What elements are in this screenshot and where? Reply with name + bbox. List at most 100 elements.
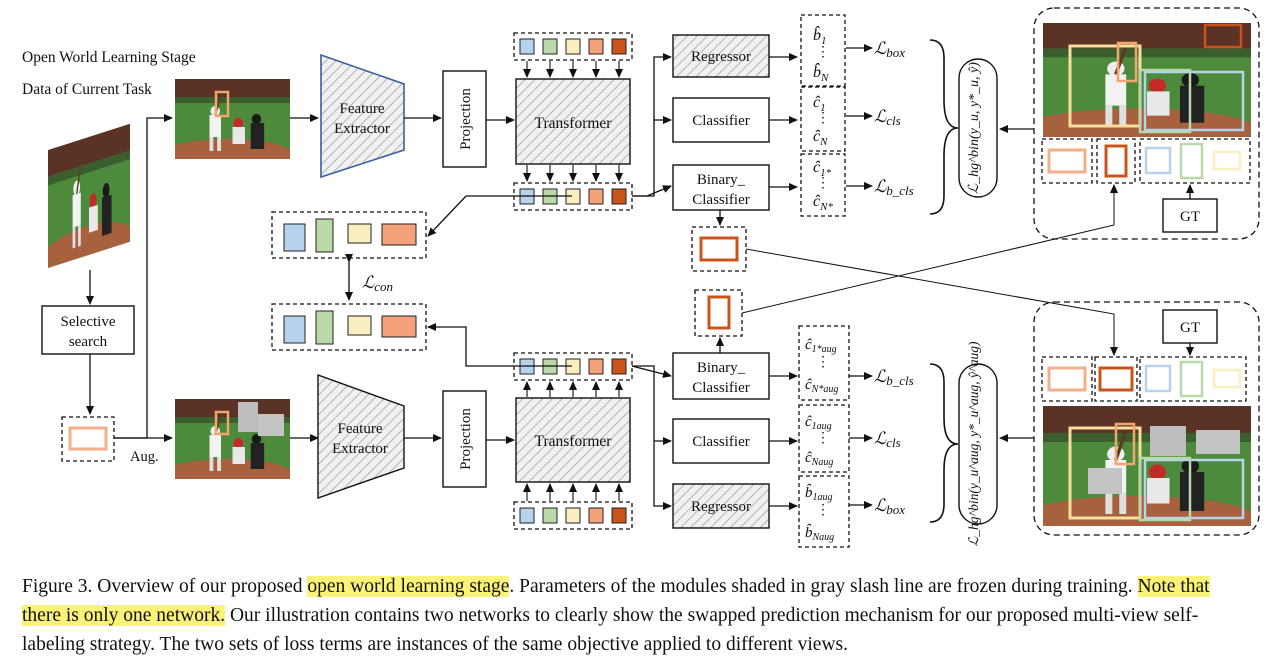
transformer-top-label: Transformer [535, 115, 613, 132]
box-pred-top-n-sym: b̂ [813, 62, 821, 81]
classifier-bottom-label: Classifier [692, 434, 750, 450]
cls-pred-bot-n-sym: ĉ [805, 450, 812, 466]
svg-text:ĉN*: ĉN* [813, 193, 833, 213]
box-pred-bot-n-sub: Naug [812, 532, 835, 543]
class-predictions-bottom: ĉ1aug ⋮ ĉNaug [798, 404, 850, 473]
query-bottom-input-token-3 [565, 507, 581, 524]
query-tokens-top-input [513, 32, 633, 61]
regressor-top: Regressor [672, 34, 770, 78]
hungarian-loss-top-text: ℒ_hg^bin(y_u, y*_u, ŷ) [967, 62, 982, 194]
embedding-top-item-4 [381, 223, 417, 246]
loss-bcls-top: ℒb_cls [874, 177, 914, 198]
projection-top: Projection [442, 70, 487, 168]
query-top-input-token-3 [565, 38, 581, 55]
cls-pred-top-1-sub: 1 [820, 102, 826, 114]
hungarian-loss-top: ℒ_hg^bin(y_u, y*_u, ŷ) [958, 58, 998, 198]
svg-text:b̂N: b̂N [813, 62, 829, 84]
svg-text:⋮: ⋮ [816, 355, 830, 370]
svg-text:b̂1: b̂1 [813, 25, 827, 47]
regressor-top-label: Regressor [691, 49, 751, 65]
svg-text:ĉN: ĉN [813, 128, 828, 148]
hungarian-loss-bottom-text: ℒ_hg^bin(y_u^aug, y*_u^aug, ŷ^aug) [966, 341, 981, 546]
box-predictions-top: b̂1 ⋮ b̂N [800, 14, 846, 87]
query-top-output-token-5 [611, 188, 627, 205]
gt-label-top: GT [1180, 209, 1200, 225]
cls-pred-bot-n-sub: Naug [811, 457, 834, 468]
stage-subtitle: Data of Current Task [22, 81, 152, 98]
box-predictions-bottom: b̂1aug ⋮ b̂Naug [798, 475, 850, 548]
query-top-input-token-1 [519, 38, 535, 55]
transformer-bottom: Transformer [515, 397, 631, 483]
caption-prefix: Figure 3. Overview of our proposed [22, 576, 308, 597]
brace-top [929, 39, 959, 215]
transformer-bottom-label: Transformer [535, 433, 613, 450]
query-bottom-output-token-4 [588, 358, 604, 375]
input-image [48, 123, 130, 268]
svg-text:⋮: ⋮ [816, 176, 830, 191]
regressor-bottom: Regressor [672, 483, 770, 529]
token-arrows [523, 61, 623, 501]
query-bottom-input-token-2 [542, 507, 558, 524]
bin-pred-top-n-sym: ĉ [813, 193, 821, 210]
gt-panel-bottom [1033, 301, 1260, 536]
gt-label-bottom: GT [1180, 320, 1200, 336]
aug-label: Aug. [130, 449, 159, 465]
binary-predictions-bottom: ĉ1*aug ⋮ ĉN*aug [798, 325, 850, 401]
svg-text:b̂Naug: b̂Naug [805, 524, 834, 543]
box-pred-bot-1-sub: 1aug [813, 492, 833, 503]
embedding-bottom-item-1 [283, 315, 306, 344]
query-top-input-token-2 [542, 38, 558, 55]
binary-predictions-top: ĉ1* ⋮ ĉN* [800, 153, 846, 217]
loss-con: ℒcon [362, 273, 393, 294]
bin-pred-top-1-sym: ĉ [813, 159, 821, 176]
binary-classifier-top: Binary_ Classifier [672, 164, 770, 211]
caption-rest: Our illustration contains two networks t… [22, 605, 1199, 655]
svg-text:ĉNaug: ĉNaug [805, 450, 833, 468]
pseudo-box-top [691, 226, 747, 272]
gt-box-top: GT [1162, 198, 1218, 233]
query-top-input-token-4 [588, 38, 604, 55]
current-task-image [175, 79, 290, 159]
box-pred-top-n-sub: N [820, 72, 829, 84]
query-bottom-input-token-5 [611, 507, 627, 524]
bin-pred-top-n-sub: N* [819, 201, 833, 213]
svg-text:b̂1aug: b̂1aug [805, 484, 833, 503]
proposal-box [61, 416, 115, 462]
query-top-output-token-4 [588, 188, 604, 205]
cls-pred-top-n-sym: ĉ [813, 128, 821, 145]
svg-text:⋮: ⋮ [816, 45, 830, 60]
cls-pred-bot-1-sym: ĉ [805, 414, 812, 430]
loss-bcls-bottom: ℒb_cls [874, 367, 914, 388]
figure-caption: Figure 3. Overview of our proposed open … [22, 572, 1252, 659]
caption-mid: . Parameters of the modules shaded in gr… [509, 576, 1138, 597]
svg-text:⋮: ⋮ [816, 431, 830, 446]
feature-extractor-top-label-1: Feature [340, 101, 385, 117]
binary-classifier-top-label-1: Binary_ [697, 172, 746, 188]
binary-classifier-bottom-label-1: Binary_ [697, 360, 746, 376]
svg-text:⋮: ⋮ [816, 503, 830, 518]
embedding-top [271, 211, 427, 259]
svg-text:⋮: ⋮ [816, 111, 830, 126]
embedding-top-item-3 [347, 223, 372, 244]
augmented-image [175, 399, 290, 479]
selective-search-label-2: search [69, 334, 108, 350]
bin-pred-bot-n-sym: ĉ [805, 377, 812, 393]
feature-extractor-bottom-label-2: Extractor [332, 441, 388, 457]
embedding-top-item-1 [283, 223, 306, 252]
embedding-bottom [271, 303, 427, 351]
svg-text:ĉN*aug: ĉN*aug [805, 377, 838, 395]
embedding-bottom-item-3 [347, 315, 372, 336]
regressor-bottom-label: Regressor [691, 499, 751, 515]
feature-extractor-top: Feature Extractor [320, 53, 405, 179]
embedding-bottom-item-2 [315, 310, 334, 345]
cls-pred-top-n-sub: N [819, 136, 828, 148]
embedding-bottom-item-4 [381, 315, 417, 338]
architecture-diagram: Open World Learning Stage Data of Curren… [22, 7, 1260, 548]
svg-text:ĉ1aug: ĉ1aug [805, 414, 832, 432]
binary-classifier-bottom: Binary_ Classifier [672, 352, 770, 400]
loss-box-bottom: ℒbox [874, 496, 905, 517]
hungarian-loss-bottom: ℒ_hg^bin(y_u^aug, y*_u^aug, ŷ^aug) [958, 341, 998, 546]
loss-cls-bottom: ℒcls [874, 429, 901, 450]
transformer-top: Transformer [515, 78, 631, 165]
selective-search-label-1: Selective [61, 314, 116, 330]
